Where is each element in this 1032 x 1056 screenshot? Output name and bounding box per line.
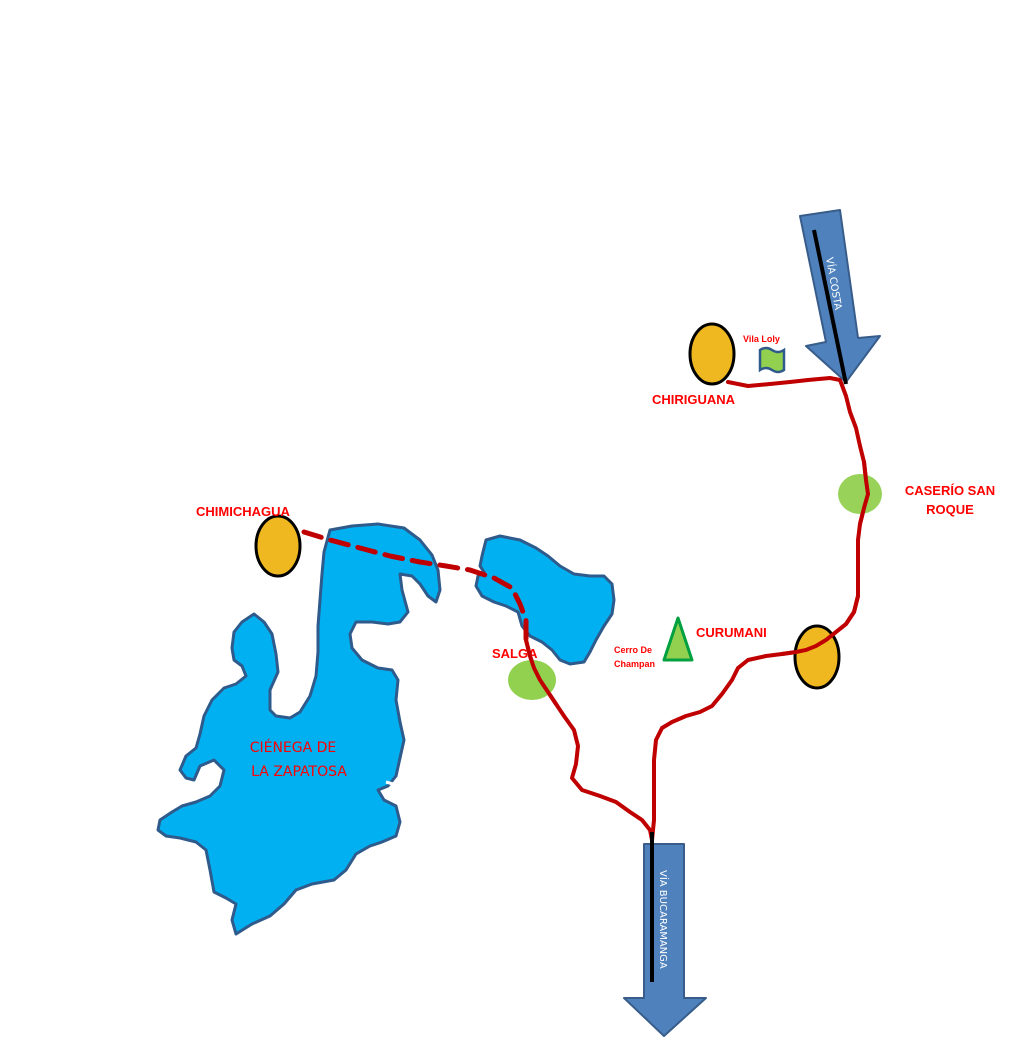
landmark-vila-loly[interactable]: Vila Loly [743, 334, 786, 374]
road-over-curumani [780, 594, 860, 656]
lake-inlet [385, 780, 401, 788]
arrow-centerline [812, 229, 848, 385]
landmark-label-line1: Cerro De [614, 645, 652, 655]
village-label-line2: ROQUE [926, 502, 974, 517]
town-curumani[interactable]: CURUMANI [696, 624, 841, 690]
town-marker-icon [793, 624, 841, 690]
arrow-shape [623, 843, 707, 1037]
village-marker-icon [508, 660, 556, 700]
lake-main-shape [156, 522, 442, 936]
landmark-label: Vila Loly [743, 334, 780, 344]
town-marker-icon [254, 514, 302, 578]
lake-label-line1: CIÉNEGA DE [250, 739, 337, 756]
via-costa-arrow: VÍA COSTA [799, 209, 881, 385]
landmark-label-line2: Champan [614, 659, 655, 669]
town-label: CHIMICHAGUA [196, 504, 290, 519]
town-label: CURUMANI [696, 625, 767, 640]
village-marker-icon [838, 474, 882, 514]
lake-east-lobe [474, 534, 616, 666]
road-over-salga [524, 638, 558, 706]
via-bucaramanga-arrow: VÍA BUCARAMANGA [623, 832, 707, 1037]
village-caserio-san-roque[interactable]: CASERÍO SAN ROQUE [838, 474, 995, 517]
road-over-san-roque [858, 460, 871, 526]
water-route-chimichagua-salga [301, 529, 529, 643]
road-chiriguana-spur [726, 376, 842, 388]
mountain-triangle-icon [662, 616, 694, 662]
village-label-line1: CASERÍO SAN [905, 483, 995, 498]
via-bucaramanga-label: VÍA BUCARAMANGA [657, 870, 670, 969]
town-chimichagua[interactable]: CHIMICHAGUA [196, 504, 302, 578]
town-marker-icon [688, 322, 736, 386]
landmark-cerro-de-champan[interactable]: Cerro De Champan [614, 616, 694, 669]
town-chiriguana[interactable]: CHIRIGUANA [652, 322, 736, 407]
town-label: CHIRIGUANA [652, 392, 736, 407]
flag-icon [758, 346, 786, 374]
lake-label-line2: LA ZAPATOSA [251, 764, 347, 780]
road-curumani-to-junction [650, 650, 798, 842]
cienega-de-la-zapatosa-lake: CIÉNEGA DE LA ZAPATOSA [156, 522, 442, 936]
road-costa-to-curumani [794, 378, 870, 654]
